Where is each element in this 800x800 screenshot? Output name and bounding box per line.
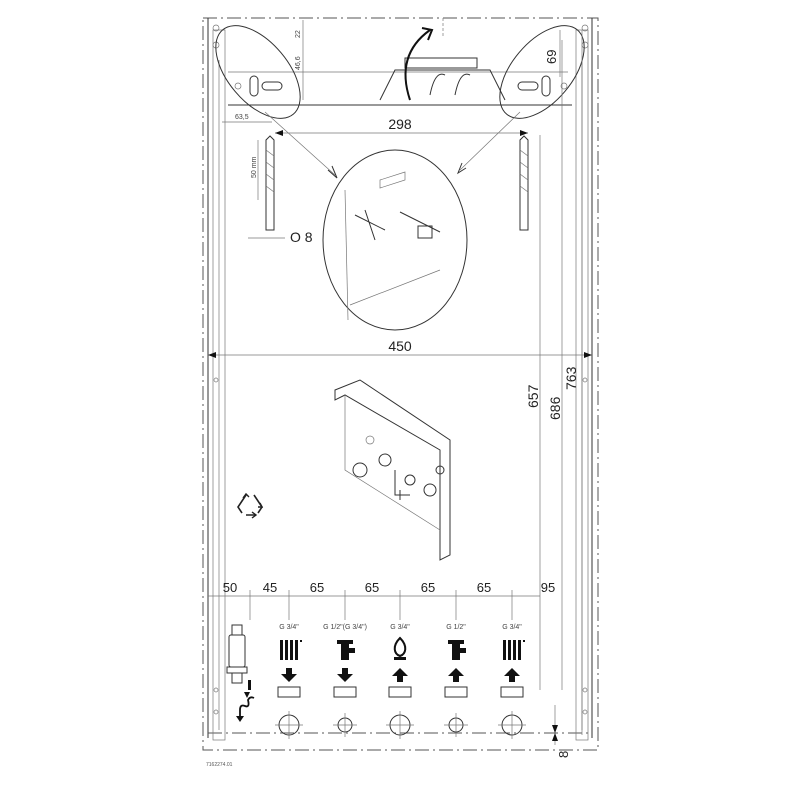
- arrow-up-icon: [392, 668, 408, 682]
- dim-bottom-65: 65: [421, 580, 435, 595]
- dim-bottom-65: 65: [365, 580, 379, 595]
- drain-hose-icon: [239, 696, 255, 720]
- dim-686: 686: [547, 396, 563, 420]
- dim-bottom-65: 65: [477, 580, 491, 595]
- radiator-icon: [280, 640, 302, 660]
- hydraulic-block-illustration: [334, 379, 451, 561]
- dim-bottom-95: 95: [541, 580, 555, 595]
- dim-657: 657: [525, 384, 541, 408]
- thread-label: G 1/2"(G 3/4"): [323, 624, 367, 631]
- dim-bottom-50: 50: [223, 580, 237, 595]
- dim-63-5: 63,5: [235, 114, 249, 121]
- arrow-up-icon: [504, 668, 520, 682]
- arrow-down-icon: [337, 668, 353, 682]
- arrow-up-icon: [448, 668, 464, 682]
- drill-bit-icon: [265, 135, 275, 231]
- drill-depth: 50 mm: [251, 156, 258, 178]
- dim-bottom-45: 45: [263, 580, 277, 595]
- tap-icon: [337, 640, 355, 660]
- dim-46-6: 46,6: [295, 56, 302, 70]
- thread-label: G 3/4": [279, 624, 299, 631]
- dim-298: 298: [388, 116, 412, 132]
- dim-bottom-8: 8: [556, 751, 571, 758]
- direction-arrow-icon: [404, 29, 431, 101]
- arrow-down-icon: [244, 692, 250, 698]
- thread-label: G 3/4": [390, 624, 410, 631]
- drawing-code: 7162274.01: [206, 762, 233, 768]
- left-rail: [212, 24, 226, 741]
- arrow-down-icon: [281, 668, 297, 682]
- dim-bottom-65: 65: [310, 580, 324, 595]
- dim-22: 22: [295, 30, 302, 38]
- wall-bracket: [228, 18, 572, 106]
- thread-label: G 3/4": [502, 624, 522, 631]
- pipe-hole-markers: [275, 711, 526, 739]
- tap-icon: [448, 640, 466, 660]
- gas-flame-icon: [393, 636, 407, 660]
- drain-pipe: [248, 680, 251, 690]
- wall-plug-detail: [344, 171, 441, 321]
- dim-763: 763: [563, 366, 579, 390]
- dim-69: 69: [544, 50, 559, 64]
- detail-callout-right: [499, 25, 585, 119]
- magnified-detail: [322, 149, 468, 331]
- drill-diameter: O 8: [290, 229, 313, 245]
- recycle-icon: [237, 492, 264, 519]
- thread-label: G 1/2": [446, 624, 466, 631]
- dim-450: 450: [388, 338, 412, 354]
- template-outline: [202, 17, 599, 751]
- detail-callout-left: [215, 25, 301, 119]
- thread-fittings: [277, 686, 524, 698]
- radiator-icon: [503, 640, 525, 660]
- drill-bit-icon: [519, 135, 529, 231]
- safety-valve-illustration: [226, 624, 248, 684]
